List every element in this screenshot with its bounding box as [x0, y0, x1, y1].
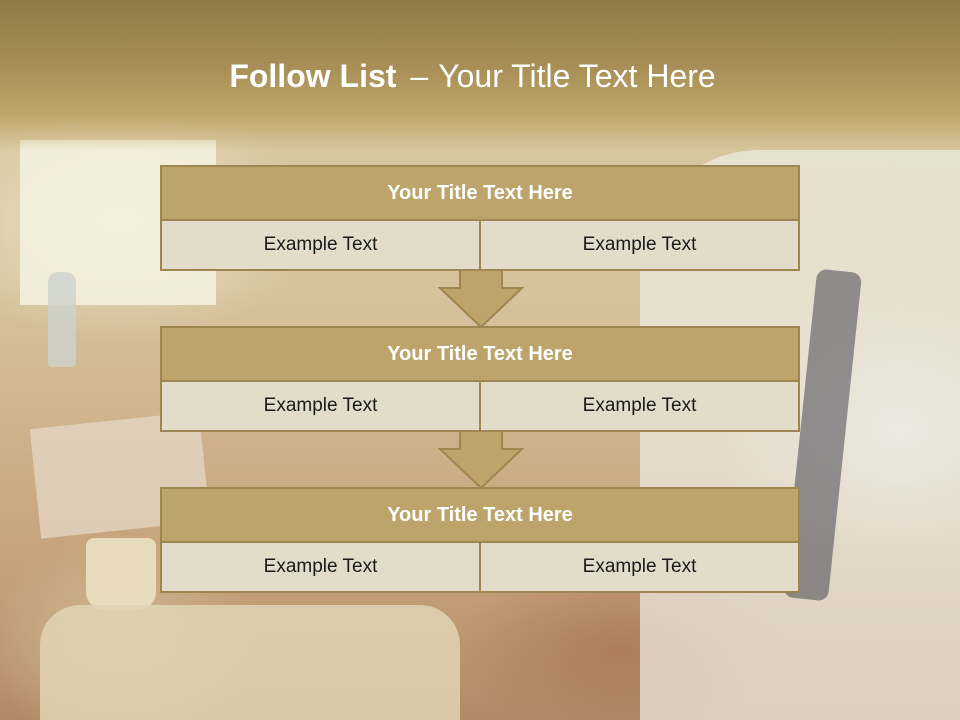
title-bold: Follow List: [229, 58, 397, 94]
step-heading: Your Title Text Here: [160, 326, 800, 382]
slide-title: Follow List–Your Title Text Here: [0, 56, 945, 96]
step-heading: Your Title Text Here: [160, 165, 800, 221]
header-band: [0, 0, 960, 150]
step-heading: Your Title Text Here: [160, 487, 800, 543]
title-dash: –: [410, 58, 429, 94]
step-cell-right: Example Text: [481, 543, 800, 593]
coffee-cup: [86, 538, 156, 610]
step-cell-right: Example Text: [481, 221, 800, 271]
water-bottle: [48, 272, 76, 367]
arrow-down-icon: [438, 270, 524, 328]
step-cell-left: Example Text: [160, 543, 481, 593]
step-cell-right: Example Text: [481, 382, 800, 432]
step-block-2: Your Title Text Here Example Text Exampl…: [160, 326, 800, 432]
step-row: Example Text Example Text: [160, 382, 800, 432]
desk-phone: [40, 605, 460, 720]
step-row: Example Text Example Text: [160, 221, 800, 271]
step-cell-left: Example Text: [160, 221, 481, 271]
step-block-3: Your Title Text Here Example Text Exampl…: [160, 487, 800, 593]
step-block-1: Your Title Text Here Example Text Exampl…: [160, 165, 800, 271]
step-row: Example Text Example Text: [160, 543, 800, 593]
arrow-down-icon: [438, 431, 524, 489]
step-cell-left: Example Text: [160, 382, 481, 432]
title-rest: Your Title Text Here: [438, 58, 716, 94]
